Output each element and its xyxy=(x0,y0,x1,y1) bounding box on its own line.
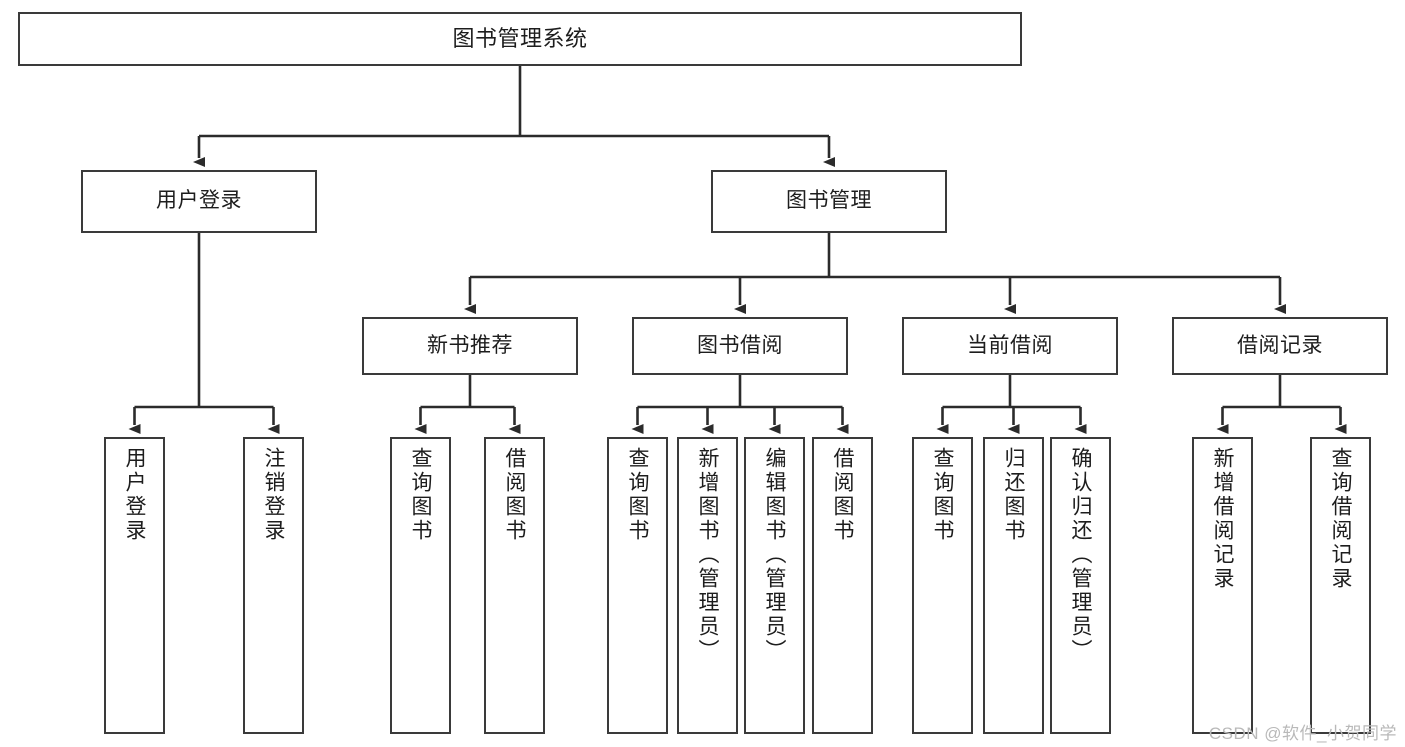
node-l3-0-label: 新书推荐 xyxy=(427,333,513,357)
node-leaf-12[interactable]: 查询借阅记录 xyxy=(1310,437,1371,734)
node-leaf-4[interactable]: 查询图书 xyxy=(607,437,668,734)
node-leaf-2-label: 查询图书 xyxy=(409,447,432,543)
node-leaf-8-label: 查询图书 xyxy=(931,447,954,543)
node-leaf-8[interactable]: 查询图书 xyxy=(912,437,973,734)
node-leaf-6-label: 编辑图书（管理员） xyxy=(763,447,786,663)
node-l3-2[interactable]: 当前借阅 xyxy=(902,317,1118,375)
node-leaf-3[interactable]: 借阅图书 xyxy=(484,437,545,734)
node-l3-2-label: 当前借阅 xyxy=(967,333,1053,357)
node-l3-3[interactable]: 借阅记录 xyxy=(1172,317,1388,375)
node-leaf-7-label: 借阅图书 xyxy=(831,447,854,543)
node-root-图书管理系统[interactable]: 图书管理系统 xyxy=(18,12,1022,66)
node-l3-1[interactable]: 图书借阅 xyxy=(632,317,848,375)
node-leaf-11-label: 新增借阅记录 xyxy=(1211,447,1234,591)
node-leaf-12-label: 查询借阅记录 xyxy=(1329,447,1352,591)
node-l2-0[interactable]: 用户登录 xyxy=(81,170,317,233)
node-leaf-10[interactable]: 确认归还（管理员） xyxy=(1050,437,1111,734)
node-leaf-1[interactable]: 注销登录 xyxy=(243,437,304,734)
node-leaf-5-label: 新增图书（管理员） xyxy=(696,447,719,663)
node-leaf-4-label: 查询图书 xyxy=(626,447,649,543)
node-leaf-7[interactable]: 借阅图书 xyxy=(812,437,873,734)
node-l2-0-label: 用户登录 xyxy=(156,189,242,213)
node-root-图书管理系统-label: 图书管理系统 xyxy=(452,26,588,52)
node-leaf-10-label: 确认归还（管理员） xyxy=(1069,447,1092,663)
node-leaf-11[interactable]: 新增借阅记录 xyxy=(1192,437,1253,734)
node-l3-3-label: 借阅记录 xyxy=(1237,333,1323,357)
node-leaf-1-label: 注销登录 xyxy=(262,447,285,543)
node-l3-0[interactable]: 新书推荐 xyxy=(362,317,578,375)
node-leaf-9-label: 归还图书 xyxy=(1002,447,1025,543)
node-l2-1[interactable]: 图书管理 xyxy=(711,170,947,233)
node-leaf-3-label: 借阅图书 xyxy=(503,447,526,543)
node-leaf-2[interactable]: 查询图书 xyxy=(390,437,451,734)
node-leaf-5[interactable]: 新增图书（管理员） xyxy=(677,437,738,734)
node-leaf-6[interactable]: 编辑图书（管理员） xyxy=(744,437,805,734)
node-l2-1-label: 图书管理 xyxy=(786,189,872,213)
node-leaf-9[interactable]: 归还图书 xyxy=(983,437,1044,734)
node-leaf-0-label: 用户登录 xyxy=(123,447,146,543)
node-leaf-0[interactable]: 用户登录 xyxy=(104,437,165,734)
node-l3-1-label: 图书借阅 xyxy=(697,333,783,357)
